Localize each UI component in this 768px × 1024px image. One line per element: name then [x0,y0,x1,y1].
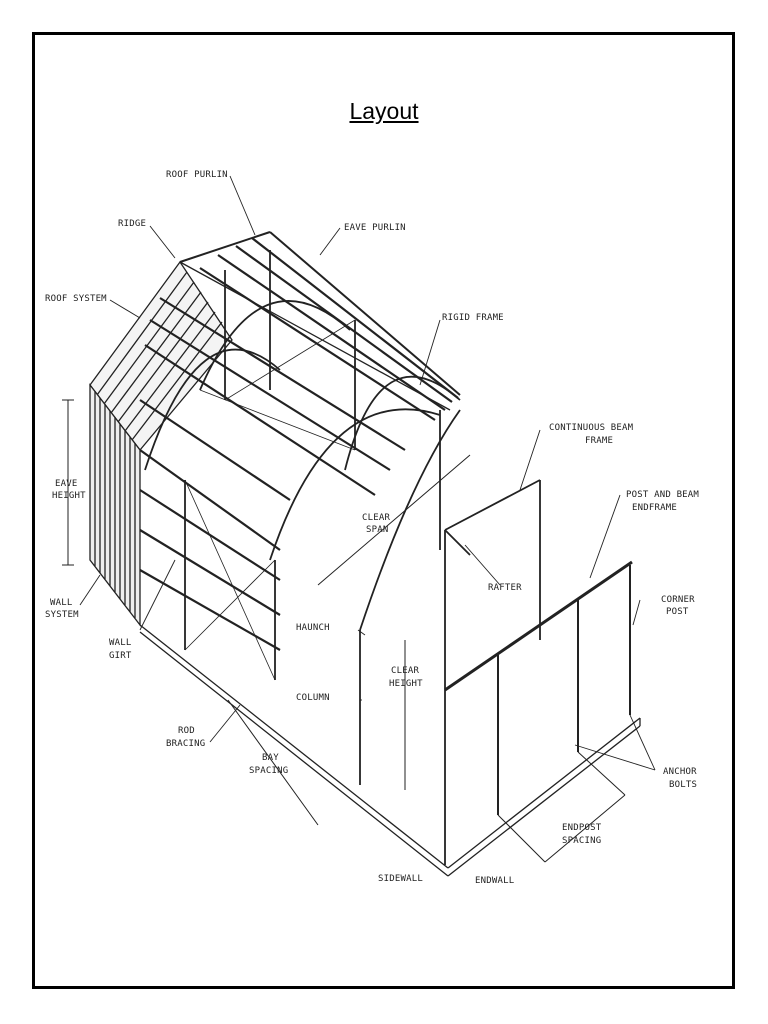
label-eave-purlin: EAVE PURLIN [344,223,406,233]
label-clear-height-1: CLEAR [391,666,419,676]
label-clear-span-1: CLEAR [362,513,390,523]
label-roof-purlin: ROOF PURLIN [166,170,228,180]
leader-lines [79,175,656,771]
label-bay-spacing-1: BAY [262,753,279,763]
rod-bracing [184,319,356,681]
page-border [32,32,735,989]
label-bay-spacing-2: SPACING [249,766,288,776]
dimension-lines [62,399,626,863]
wall-sheeting [89,383,141,627]
label-haunch: HAUNCH [296,623,330,633]
label-rod-bracing-1: ROD [178,726,195,736]
label-anchor-bolts-1: ANCHOR [663,767,697,777]
label-wall-girt-1: WALL [109,638,131,648]
post-and-beam-endframe [444,560,633,815]
label-rod-bracing-2: BRACING [166,739,205,749]
label-continuous-beam-1: CONTINUOUS BEAM [549,423,634,433]
label-roof-system: ROOF SYSTEM [45,294,107,304]
columns [184,250,441,785]
roof-purlins [144,237,459,496]
label-clear-height-2: HEIGHT [389,679,423,689]
label-continuous-beam-2: FRAME [585,436,613,446]
label-rigid-frame: RIGID FRAME [442,313,504,323]
label-eave-height-2: HEIGHT [52,491,86,501]
label-rafter: RAFTER [488,583,522,593]
label-corner-post-1: CORNER [661,595,695,605]
continuous-beam-frame [444,479,541,865]
label-wall-girt-2: GIRT [109,651,132,661]
label-clear-span-2: SPAN [366,525,388,535]
label-endwall: ENDWALL [475,876,514,886]
label-endpost-spacing-1: ENDPOST [562,823,602,833]
floor-slab [139,624,641,877]
label-eave-height-1: EAVE [55,479,77,489]
label-wall-system-1: WALL [50,598,72,608]
label-wall-system-2: SYSTEM [45,610,79,620]
label-sidewall: SIDEWALL [378,874,423,884]
page-title: Layout [349,98,419,124]
eave-purlin-line [269,231,461,396]
label-post-and-beam-2: ENDFRAME [632,503,677,513]
label-anchor-bolts-2: BOLTS [669,780,697,790]
label-endpost-spacing-2: SPACING [562,836,601,846]
label-column: COLUMN [296,693,330,703]
label-post-and-beam-1: POST AND BEAM [626,490,699,500]
wall-girts [139,399,291,651]
label-corner-post-2: POST [666,607,689,617]
label-ridge: RIDGE [118,219,146,229]
